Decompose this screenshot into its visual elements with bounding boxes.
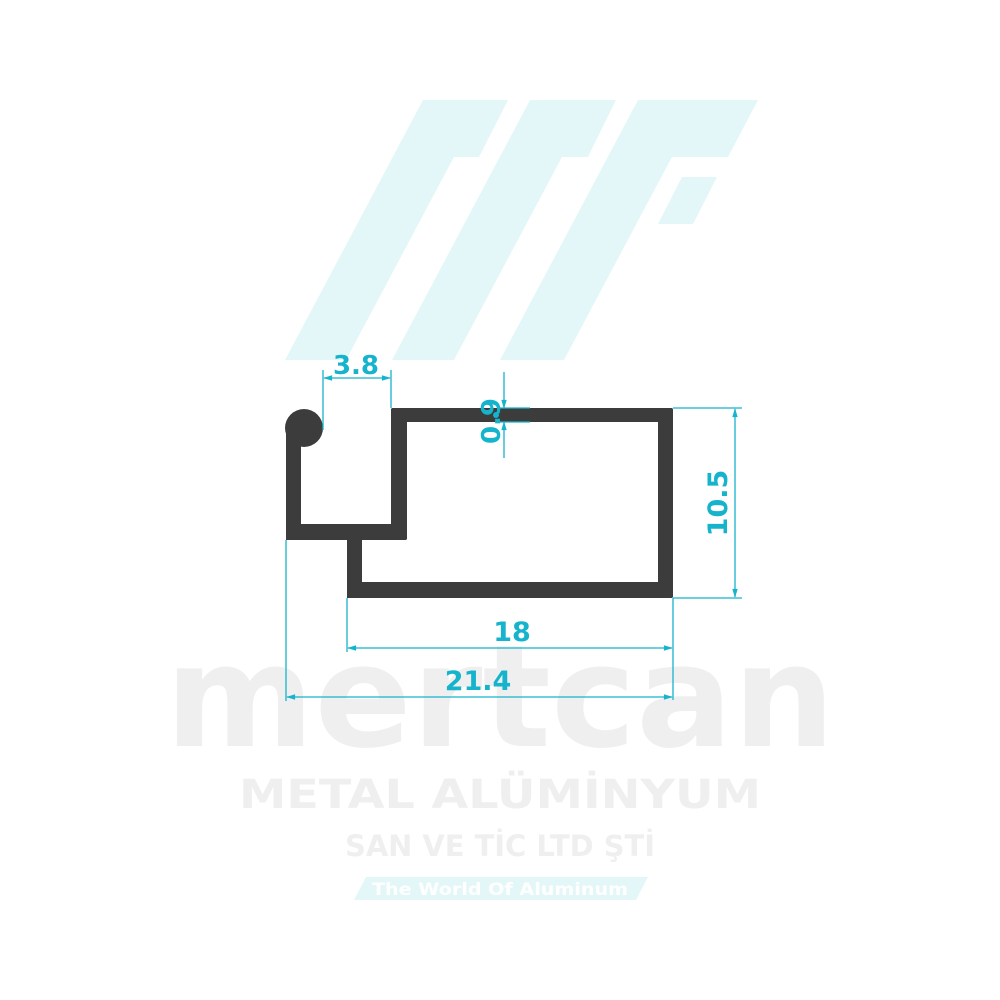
- dimension-label-wall-thickness: 0.9: [477, 398, 507, 444]
- wall-thickness-dot: [493, 412, 499, 418]
- dimension-label-overall-width: 21.4: [445, 666, 512, 697]
- mertcan-logo-icon: [285, 100, 758, 360]
- dimension-inner-width: [346, 598, 674, 700]
- company-suffix-watermark: SAN VE TİC LTD ŞTİ: [345, 829, 655, 863]
- bulb-cavity: [301, 447, 391, 524]
- dimension-label-height: 10.5: [703, 470, 734, 537]
- dimension-overall-width: [285, 540, 673, 701]
- slogan-text: The World Of Aluminum: [372, 880, 628, 900]
- slogan-banner: The World Of Aluminum: [354, 877, 648, 900]
- dimension-wall-thickness: [497, 372, 530, 458]
- dimension-label-lip-width: 3.8: [333, 351, 379, 381]
- company-name-watermark: METAL ALÜMİNYUM: [239, 770, 761, 818]
- profile-section: [285, 408, 673, 598]
- dimension-lip-width: [322, 370, 392, 430]
- dimension-height: [673, 407, 742, 599]
- dimension-label-inner-width: 18: [493, 617, 531, 648]
